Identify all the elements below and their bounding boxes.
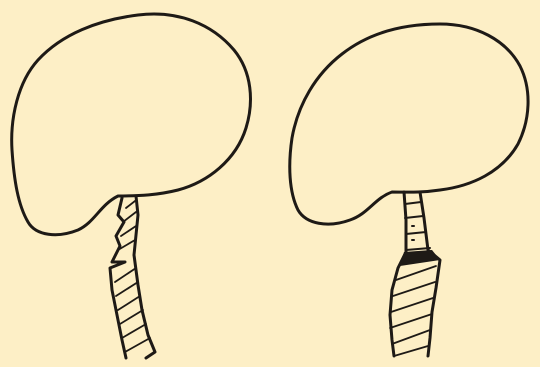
right-stalk-dark-band [400, 250, 440, 266]
left-stalk-hatching-lower [115, 268, 150, 352]
left-figure [12, 14, 251, 358]
left-head-outline [12, 14, 251, 235]
right-head-outline [290, 24, 528, 224]
right-figure [290, 24, 528, 356]
right-stalk-left-edge [390, 192, 406, 356]
left-stalk-right-edge [134, 196, 155, 358]
